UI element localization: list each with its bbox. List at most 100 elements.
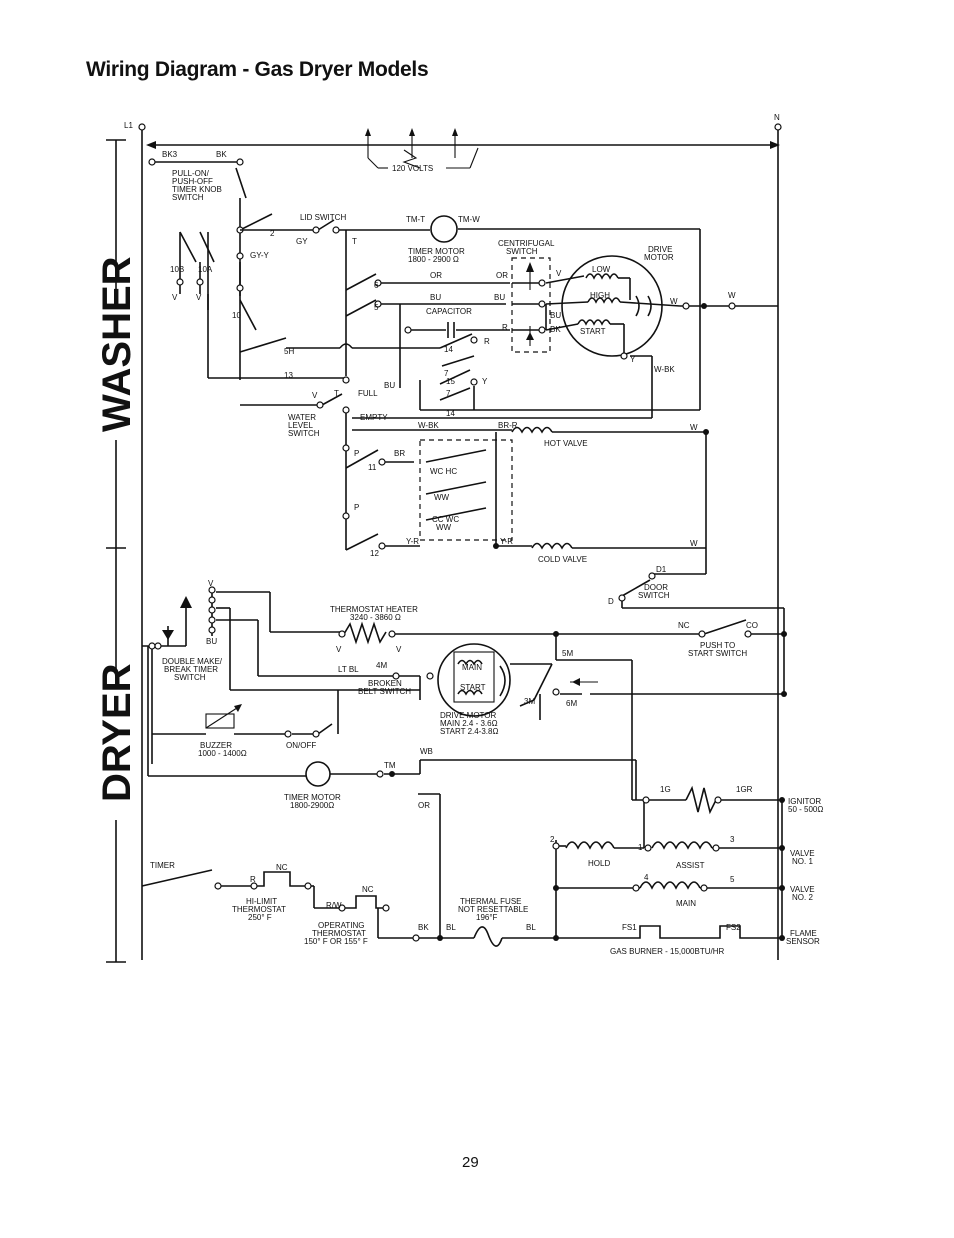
tm-w-label: TM-W: [458, 215, 480, 224]
nc-label-1: NC: [276, 863, 288, 872]
terminal-10b-label: 10B: [170, 265, 184, 274]
or-label-1: OR: [430, 271, 442, 280]
dryer-buzzer-timer: [148, 690, 636, 787]
water-level-2: LEVEL: [288, 421, 313, 430]
1gr-label: 1GR: [736, 785, 753, 794]
door-switch-1: DOOR: [644, 583, 668, 592]
tm-label: TM: [384, 761, 396, 770]
dryer-side-label: DRYER: [95, 663, 139, 802]
double-make-2: BREAK TIMER: [164, 665, 218, 674]
v-label-water: V: [312, 391, 318, 400]
volts-label: 120 VOLTS: [392, 164, 433, 173]
timer-knob-line3: TIMER KNOB: [172, 185, 222, 194]
p-label-2: P: [354, 503, 359, 512]
w-label-cold: W: [690, 539, 698, 548]
washer-valves: [240, 393, 707, 551]
terminal-7-label-2: 7: [446, 389, 451, 398]
flame-sensor-2: SENSOR: [786, 937, 820, 946]
dryer-v-label: V: [208, 579, 214, 588]
hot-valve-label: HOT VALVE: [544, 439, 588, 448]
3m-label: 3M: [524, 697, 535, 706]
ww-label-2: WW: [436, 523, 452, 532]
heater-v-right: V: [396, 645, 402, 654]
y-r-label-2: Y-R: [500, 537, 513, 546]
co-label: CO: [746, 621, 758, 630]
bl-label-2: BL: [526, 923, 536, 932]
p-label-1: P: [354, 449, 359, 458]
ignitor-2: 50 - 500Ω: [788, 805, 823, 814]
bk-label: BK: [216, 150, 227, 159]
lid-switch-area: [240, 215, 701, 411]
timer-motor-label-1: TIMER MOTOR: [408, 247, 465, 256]
timer-motor-dryer-1: TIMER MOTOR: [284, 793, 341, 802]
w-label-hot: W: [690, 423, 698, 432]
buzzer-1: BUZZER: [200, 741, 232, 750]
timer-motor-label-2: 1800 - 2900 Ω: [408, 255, 459, 264]
drive-motor-dryer-3: START 2.4-3.8Ω: [440, 727, 498, 736]
fs1-label: FS1: [622, 923, 637, 932]
tm-t-label: TM-T: [406, 215, 425, 224]
hold-label: HOLD: [588, 859, 610, 868]
r-label-1: R: [484, 337, 490, 346]
thermostat-heater-2: 3240 - 3860 Ω: [350, 613, 401, 622]
terminal-10a-label: 10A: [198, 265, 213, 274]
v-label-left-1: V: [172, 293, 178, 302]
gy-label: GY: [296, 237, 308, 246]
dryer-upper: [142, 548, 785, 776]
timer-knob-line1: PULL-ON/: [172, 169, 210, 178]
bk3-label: BK3: [162, 150, 178, 159]
n-label: N: [774, 113, 780, 122]
operating-thermostat-1: OPERATING: [318, 921, 365, 930]
lid-switch-label: LID SWITCH: [300, 213, 346, 222]
water-level-3: SWITCH: [288, 429, 320, 438]
terminal-13-label: 13: [284, 371, 293, 380]
w-label-right: W: [728, 291, 736, 300]
main-coil-label: MAIN: [676, 899, 696, 908]
cold-valve-label: COLD VALVE: [538, 555, 587, 564]
drive-motor-1: DRIVE: [648, 245, 672, 254]
v-label-left-2: V: [196, 293, 202, 302]
rw-label: R/W: [326, 901, 342, 910]
bl-label-1: BL: [446, 923, 456, 932]
terminal-14-label-1: 14: [444, 345, 453, 354]
timer-knob-line4: SWITCH: [172, 193, 204, 202]
timer-label: TIMER: [150, 861, 175, 870]
buzzer-2: 1000 - 1400Ω: [198, 749, 247, 758]
centrifugal-switch-1: CENTRIFUGAL: [498, 239, 555, 248]
terminal-2-dryer: 2: [550, 835, 555, 844]
gas-burner-circuit: [141, 760, 783, 947]
br-label: BR: [394, 449, 405, 458]
d-label: D: [608, 597, 614, 606]
thermostat-heater-1: THERMOSTAT HEATER: [330, 605, 418, 614]
bk-label-dryer: BK: [418, 923, 429, 932]
wb-label: WB: [420, 747, 433, 756]
1g-label: 1G: [660, 785, 671, 794]
terminal-10-label: 10: [232, 311, 241, 320]
r-label-2: R: [502, 323, 508, 332]
terminal-6-label: 6: [374, 281, 379, 290]
flame-sensor-1: FLAME: [790, 929, 817, 938]
side-bracket: [106, 139, 126, 963]
w-bk-label-motor: W-BK: [654, 365, 675, 374]
hi-limit-2: THERMOSTAT: [232, 905, 286, 914]
page-number: 29: [462, 1154, 479, 1171]
drive-motor-dryer-2: MAIN 2.4 - 3.6Ω: [440, 719, 498, 728]
5m-label: 5M: [562, 649, 573, 658]
nc-label-door: NC: [678, 621, 690, 630]
hi-limit-1: HI-LIMIT: [246, 897, 277, 906]
r-label-dryer: R: [250, 875, 256, 884]
drive-motor-dryer-1: DRIVE MOTOR: [440, 711, 497, 720]
nc-label-2: NC: [362, 885, 374, 894]
cc-wc-label: CC WC: [432, 515, 459, 524]
terminal-14-label-2: 14: [446, 409, 455, 418]
terminal-5-dryer: 5: [730, 875, 735, 884]
door-switch-2: SWITCH: [638, 591, 670, 600]
bu-label-2: BU: [494, 293, 505, 302]
y-label-motor: Y: [630, 355, 636, 364]
supply-wiring: [141, 128, 780, 960]
y-r-label-1: Y-R: [406, 537, 419, 546]
4m-label: 4M: [376, 661, 387, 670]
y-label-1: Y: [482, 377, 488, 386]
push-to-start-2: START SWITCH: [688, 649, 747, 658]
